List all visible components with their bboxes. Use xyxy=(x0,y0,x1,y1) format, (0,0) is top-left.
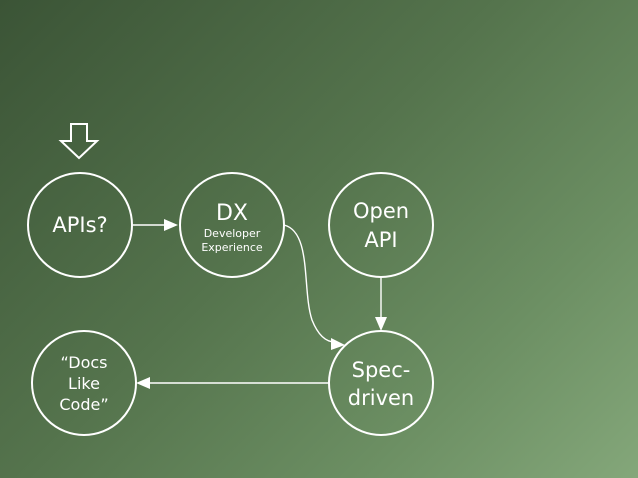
node-spec-driven: Spec- driven xyxy=(328,330,434,436)
edge-spec-to-docs xyxy=(136,377,329,389)
edge-apis-to-dx xyxy=(133,219,178,231)
node-spec-line1: Spec- xyxy=(352,358,411,382)
down-arrow-outline-icon xyxy=(58,123,100,160)
node-docs-line1: “Docs xyxy=(60,353,107,372)
node-openapi-line1: Open xyxy=(353,199,409,223)
node-dx-label: DX xyxy=(216,201,248,226)
node-docs-line3: Code” xyxy=(59,395,108,414)
edge-openapi-to-spec xyxy=(375,278,387,331)
node-dx-sub-line2: Experience xyxy=(201,241,263,254)
node-docs-like-code: “Docs Like Code” xyxy=(31,330,137,436)
node-openapi-line2: API xyxy=(364,228,397,252)
node-dx-sub-line1: Developer xyxy=(204,227,261,240)
node-openapi: Open API xyxy=(328,172,434,278)
node-apis-label: APIs? xyxy=(52,213,107,237)
node-docs-line2: Like xyxy=(68,374,100,393)
node-dx: DX Developer Experience xyxy=(179,172,285,278)
node-spec-line2: driven xyxy=(348,386,414,410)
node-apis: APIs? xyxy=(27,172,133,278)
edge-dx-to-spec xyxy=(283,224,345,350)
